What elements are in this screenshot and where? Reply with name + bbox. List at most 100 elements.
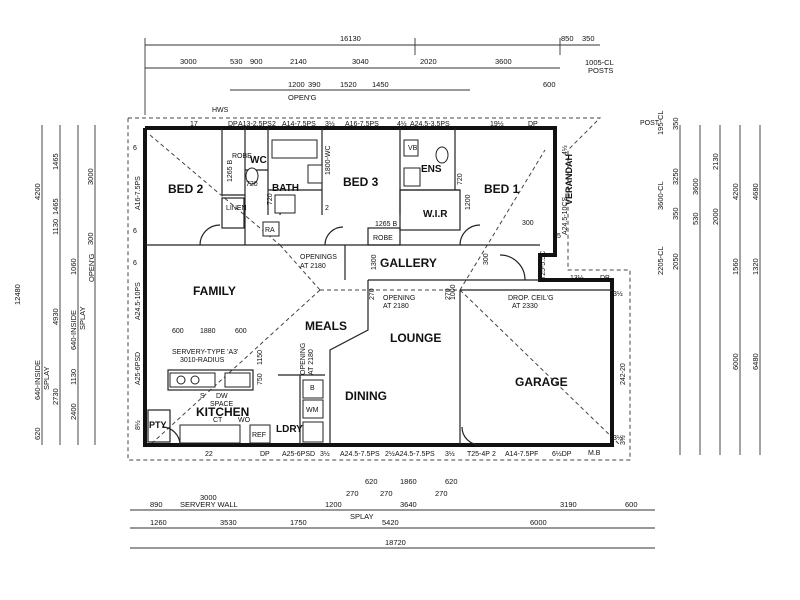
wall-code-32: 8½ xyxy=(134,420,142,430)
wall-code-54: 5 xyxy=(557,233,561,240)
dim-left-q: 640-INSIDE xyxy=(33,360,42,400)
fridge-icon xyxy=(249,424,271,444)
sink-label: S xyxy=(200,393,205,400)
dim-right-g: 4200 xyxy=(731,183,740,200)
annotations: ROBE ROBE HWS LINEN RA VB OPENINGS AT 21… xyxy=(172,107,660,457)
wall-code-19: 3½ xyxy=(320,450,330,458)
wall-code-39: 720 xyxy=(267,193,274,205)
room-laundry: LDRY xyxy=(276,424,303,435)
dim-left-f: 300 xyxy=(86,232,95,245)
room-bath: BATH xyxy=(272,183,299,194)
openings-label-b: AT 2180 xyxy=(300,263,326,270)
dim-top-n: 1520 xyxy=(340,80,357,89)
cooktop-icon xyxy=(179,424,241,444)
wall-code-2: DP xyxy=(228,121,238,128)
dim-bot-g: 3640 xyxy=(400,500,417,509)
servery-label: SERVERY-TYPE 'A3' xyxy=(172,349,238,356)
wall-code-28: 3½ xyxy=(619,435,627,445)
dim-left-n: 2730 xyxy=(51,388,60,405)
wall-code-30: A24.5-10PS xyxy=(135,282,142,320)
opening-label: OPENING xyxy=(383,295,415,302)
ens-toilet-icon xyxy=(435,146,449,164)
dim-bot-total: 18720 xyxy=(385,538,406,547)
b-label: B xyxy=(310,385,315,392)
bottom-dimensions: 620 620 1860 270 270 270 3640 890 3000 S… xyxy=(130,477,655,549)
wall-code-18: A25-6PSD xyxy=(282,451,315,458)
dim-top-total: 16130 xyxy=(340,34,361,43)
dim-right-h: 4680 xyxy=(751,183,760,200)
dim-top-b: 350 xyxy=(582,34,595,43)
dim-bot-i: 3000 xyxy=(200,493,217,502)
room-meals: MEALS xyxy=(305,319,347,333)
wall-code-29: A16-7.5PS xyxy=(135,176,142,210)
wall-code-24: T25-4P xyxy=(467,451,490,458)
wall-code-53: 6 xyxy=(133,145,137,152)
vanity-icon xyxy=(307,164,323,184)
wall-code-46: 1880 xyxy=(200,328,216,335)
room-family: FAMILY xyxy=(193,284,236,298)
dim-top-c: 1005-CL xyxy=(585,58,614,67)
bathtub-icon xyxy=(271,139,318,159)
ens-vanity-icon xyxy=(403,139,419,157)
dim-right-a: 195-CL xyxy=(656,110,665,135)
dim-left-o: 2400 xyxy=(69,403,78,420)
dim-left-d: 3000 xyxy=(86,168,95,185)
wall-code-42: 300 xyxy=(522,220,534,227)
dim-left-b: 1465 xyxy=(51,198,60,215)
wall-code-59: 6 xyxy=(133,260,137,267)
wall-code-7: A16-7.5PS xyxy=(345,121,379,128)
wall-code-14: 13½ xyxy=(570,274,584,282)
dim-right-c: 3600-CL xyxy=(656,181,665,210)
wall-code-41: 1200 xyxy=(465,194,472,210)
dim-top-m: 390 xyxy=(308,80,321,89)
robe-label-2: ROBE xyxy=(373,235,393,242)
ct-label: CT xyxy=(213,417,223,424)
dim-right-q: 6480 xyxy=(751,353,760,370)
room-bed1: BED 1 xyxy=(484,182,520,196)
dim-bot-p: 600 xyxy=(625,500,638,509)
opening-label-3b: AT 2180 xyxy=(308,349,315,375)
dim-bot-o: 5420 xyxy=(382,518,399,527)
wall-code-20: A24.5-7.5PS xyxy=(340,451,380,458)
wall-code-43: 1150 xyxy=(257,350,264,365)
dim-left-j: 4930 xyxy=(51,308,60,325)
dim-bot-a: 620 xyxy=(365,477,378,486)
posts-label: POSTS xyxy=(588,66,613,75)
wall-code-58: 2 xyxy=(325,205,329,212)
room-wc: WC xyxy=(250,155,267,166)
dim-top-i: 2020 xyxy=(420,57,437,66)
ra-icon xyxy=(262,221,280,237)
top-dimensions: 16130 850 350 1005-CL POSTS 3000 530 900… xyxy=(144,34,614,115)
servery-label-b: 3010-RADIUS xyxy=(180,357,225,364)
wall-code-45: 600 xyxy=(172,328,184,335)
dim-left-k: 640-INSIDE xyxy=(69,310,78,350)
wall-codes: 17 DP A13-2.5PS 2 A14-7.5PS 3½ A16-7.5PS… xyxy=(133,120,627,458)
dim-right-p: 6000 xyxy=(731,353,740,370)
wall-code-48: 270 xyxy=(369,288,376,300)
dim-left-i: 12480 xyxy=(13,284,22,305)
wall-code-52: 1000 xyxy=(450,284,457,300)
dim-top-o: 1450 xyxy=(372,80,389,89)
wall-code-17: DP xyxy=(260,451,270,458)
mb-label: M.B xyxy=(588,450,601,457)
room-gallery: GALLERY xyxy=(380,256,437,270)
eaves-outline xyxy=(127,117,631,461)
wall-code-25: 2 xyxy=(492,451,496,458)
dim-right-i: 350 xyxy=(671,207,680,220)
fixtures xyxy=(169,139,449,444)
dim-top-k: 600 xyxy=(543,80,556,89)
dim-top-j: 3600 xyxy=(495,57,512,66)
dim-bot-j: 3190 xyxy=(560,500,577,509)
wall-code-21: 2½ xyxy=(385,450,395,458)
robe-label-1: ROBE xyxy=(232,153,252,160)
dim-right-n: 1560 xyxy=(731,258,740,275)
wall-code-3: A13-2.5PS xyxy=(238,121,272,128)
dim-left-c: 4200 xyxy=(33,183,42,200)
dim-left-h: OPEN'G xyxy=(87,253,96,282)
wall-code-9: A24.5-3.5PS xyxy=(410,121,450,128)
room-dining: DINING xyxy=(345,389,387,403)
room-garage: GARAGE xyxy=(515,375,568,389)
opening-label-b: AT 2180 xyxy=(383,303,409,310)
wall-code-6: 3½ xyxy=(325,120,335,128)
right-dimensions: 195-CL 350 3600-CL 3250 2130 3600 4200 4… xyxy=(656,110,761,455)
